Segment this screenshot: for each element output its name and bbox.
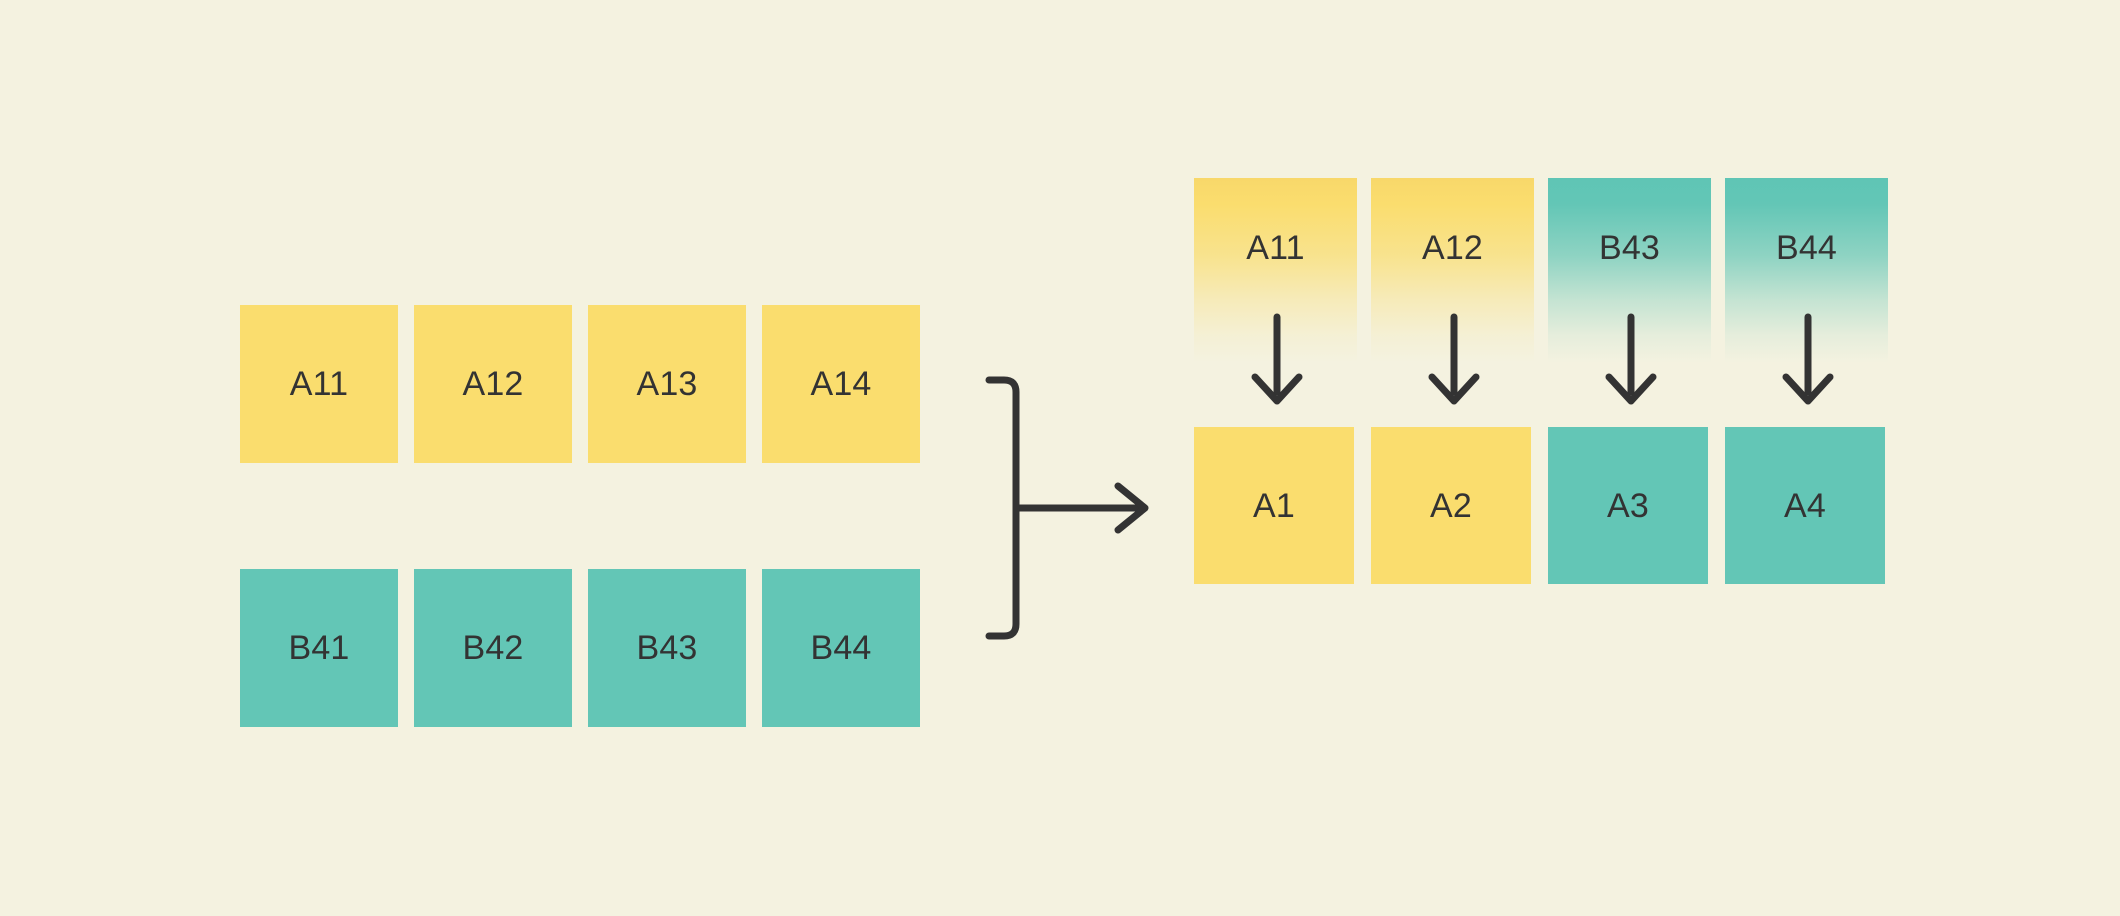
result-cell-a1-label: A1 (1253, 486, 1295, 525)
input-cell-b43[interactable]: B43 (588, 569, 746, 727)
source-cell-a11[interactable]: A11 (1194, 178, 1357, 363)
input-cell-a11[interactable]: A11 (240, 305, 398, 463)
input-cell-b42-label: B42 (462, 629, 524, 667)
input-cell-b42[interactable]: B42 (414, 569, 572, 727)
source-cell-a12[interactable]: A12 (1371, 178, 1534, 363)
input-cell-a12-label: A12 (462, 365, 524, 403)
result-cell-a1[interactable]: A1 (1194, 427, 1354, 584)
input-cell-a13-label: A13 (636, 365, 698, 403)
source-cell-a11-label: A11 (1246, 229, 1305, 267)
source-cell-b43[interactable]: B43 (1548, 178, 1711, 363)
result-cell-a3[interactable]: A3 (1548, 427, 1708, 584)
input-cell-a14[interactable]: A14 (762, 305, 920, 463)
input-cell-b44[interactable]: B44 (762, 569, 920, 727)
input-cell-b43-label: B43 (636, 629, 698, 667)
result-cell-a4[interactable]: A4 (1725, 427, 1885, 584)
input-cell-b41[interactable]: B41 (240, 569, 398, 727)
source-cell-b44[interactable]: B44 (1725, 178, 1888, 363)
input-cell-a13[interactable]: A13 (588, 305, 746, 463)
result-cell-a4-label: A4 (1784, 486, 1826, 525)
source-cell-b44-label: B44 (1775, 229, 1838, 267)
input-cell-b44-label: B44 (810, 629, 872, 667)
input-cell-a11-label: A11 (289, 365, 349, 403)
result-cell-a3-label: A3 (1607, 486, 1649, 525)
result-cell-a2[interactable]: A2 (1371, 427, 1531, 584)
input-cell-a12[interactable]: A12 (414, 305, 572, 463)
input-cell-b41-label: B41 (288, 629, 350, 667)
input-cell-a14-label: A14 (810, 365, 872, 403)
result-cell-a2-label: A2 (1430, 486, 1472, 525)
brace-arrow-icon (985, 376, 1149, 640)
source-cell-a12-label: A12 (1421, 229, 1484, 267)
source-cell-b43-label: B43 (1598, 229, 1661, 267)
